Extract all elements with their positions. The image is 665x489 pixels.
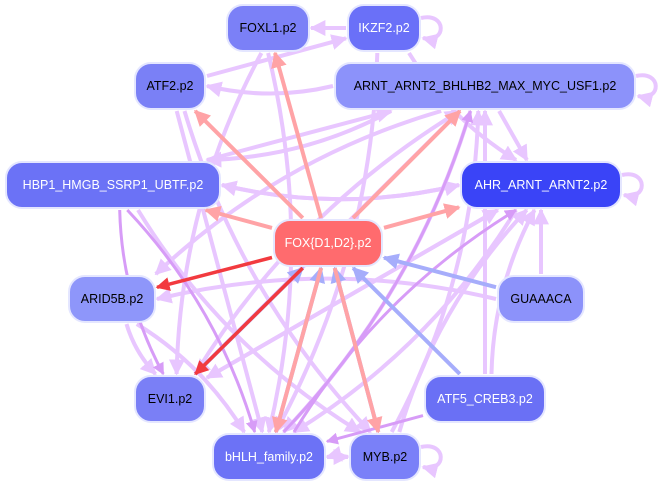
node-box[interactable] <box>134 62 206 110</box>
edge-FOX-to-EVI1 <box>194 266 304 376</box>
node-box[interactable] <box>5 161 221 209</box>
node-box[interactable] <box>497 275 585 323</box>
self-loop-IKZF2 <box>420 15 443 50</box>
node-label: AHR_ARNT_ARNT2.p2 <box>475 178 608 192</box>
node-ikzf2[interactable]: IKZF2.p2 <box>347 4 421 52</box>
self-loop-ARNT <box>635 73 658 108</box>
edge-FOX-to-FOXL1 <box>271 51 323 219</box>
node-foxl1[interactable]: FOXL1.p2 <box>226 4 310 52</box>
edge-FOX-to-bHLH <box>272 267 324 434</box>
node-box[interactable] <box>424 375 546 423</box>
edge-MYB-to-bHLH <box>325 445 349 462</box>
edge-MYB-to-AHR <box>397 208 529 433</box>
node-box[interactable] <box>460 161 622 209</box>
edge-ARNT-to-ATF2 <box>205 81 334 98</box>
edge-GUAAACA-to-FOX <box>382 253 497 290</box>
edge-FOX-to-AHR <box>383 203 461 230</box>
node-label: ARNT_ARNT2_BHLHB2_MAX_MYC_USF1.p2 <box>354 79 617 93</box>
edge-AHR-to-EVI1 <box>205 208 499 380</box>
node-label: ATF2.p2 <box>146 79 193 93</box>
node-box[interactable] <box>134 375 206 423</box>
node-label: EVI1.p2 <box>148 392 193 406</box>
node-label: ARID5B.p2 <box>81 292 144 306</box>
edge-ARID5B-to-EVI1 <box>124 323 157 376</box>
node-box[interactable] <box>349 433 421 481</box>
edge-FOX-to-MYB <box>332 267 383 434</box>
node-evi1[interactable]: EVI1.p2 <box>134 375 206 423</box>
node-box[interactable] <box>212 433 326 481</box>
node-atf5[interactable]: ATF5_CREB3.p2 <box>424 375 546 423</box>
node-bhlh[interactable]: bHLH_family.p2 <box>212 433 326 481</box>
node-myb[interactable]: MYB.p2 <box>349 433 421 481</box>
node-fox[interactable]: FOX{D1,D2}.p2 <box>273 219 383 267</box>
edge-FOX-to-ATF2 <box>193 109 305 220</box>
node-label: ATF5_CREB3.p2 <box>437 392 533 406</box>
edge-FOX-to-ARID5B <box>155 255 273 291</box>
node-label: MYB.p2 <box>363 450 408 464</box>
node-box[interactable] <box>68 275 156 323</box>
node-guaaaca[interactable]: GUAAACA <box>497 275 585 323</box>
self-loop-MYB <box>420 444 443 479</box>
self-loop-AHR <box>621 172 644 207</box>
edge-ARNT-to-AHR <box>497 110 529 162</box>
node-box[interactable] <box>334 62 636 110</box>
node-box[interactable] <box>226 4 310 52</box>
node-hbp1[interactable]: HBP1_HMGB_SSRP1_UBTF.p2 <box>5 161 221 209</box>
node-box[interactable] <box>347 4 421 52</box>
edge-ATF5-to-FOX <box>351 266 462 376</box>
node-label: IKZF2.p2 <box>358 21 409 35</box>
node-label: bHLH_family.p2 <box>225 450 313 464</box>
node-label: FOX{D1,D2}.p2 <box>285 236 372 250</box>
node-label: FOXL1.p2 <box>240 21 297 35</box>
node-arid5b[interactable]: ARID5B.p2 <box>68 275 156 323</box>
node-arnt[interactable]: ARNT_ARNT2_BHLHB2_MAX_MYC_USF1.p2 <box>334 62 636 110</box>
node-ahr[interactable]: AHR_ARNT_ARNT2.p2 <box>460 161 622 209</box>
node-atf2[interactable]: ATF2.p2 <box>134 62 206 110</box>
self-loops-layer <box>420 15 658 479</box>
edge-HBP1-to-bHLH <box>126 208 258 434</box>
node-label: GUAAACA <box>510 292 572 306</box>
edge-FOX-to-ARNT <box>351 109 462 220</box>
node-label: HBP1_HMGB_SSRP1_UBTF.p2 <box>23 178 204 192</box>
edge-GUAAACA-to-ARID5B <box>155 276 497 304</box>
node-box[interactable] <box>273 219 383 267</box>
edge-FOX-to-HBP1 <box>204 206 273 230</box>
